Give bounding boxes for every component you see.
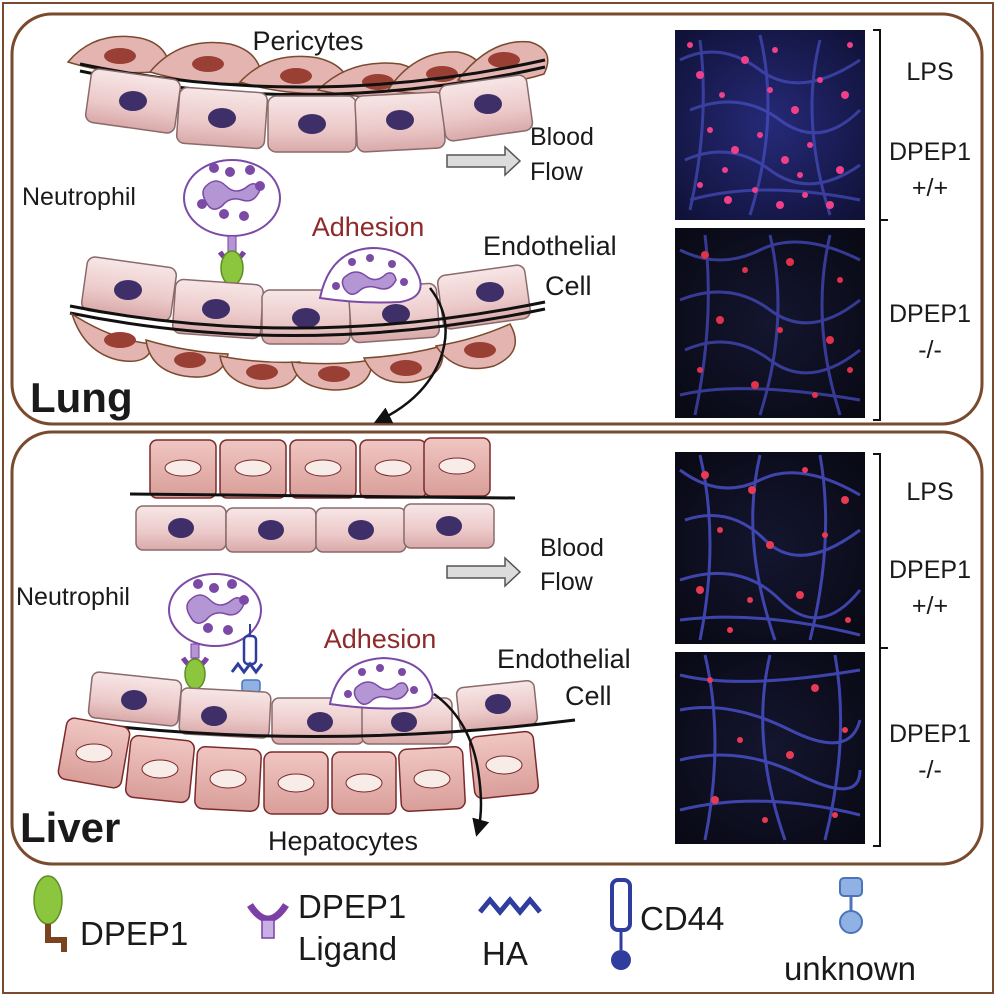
- legend-dpep1-label: DPEP1: [80, 915, 188, 952]
- liver-bracket: [873, 453, 881, 847]
- liver-blood-flow-arrow: [446, 556, 522, 588]
- legend-ligand-line1: DPEP1: [298, 888, 406, 925]
- liver-endothelial-line2: Cell: [565, 681, 612, 711]
- liver-hepatocytes-label: Hepatocytes: [268, 826, 418, 856]
- lung-label: Lung: [30, 374, 133, 421]
- liver-group-ko-line2: -/-: [918, 756, 942, 784]
- liver-endothelial-line1: Endothelial: [497, 644, 631, 674]
- lung-micrograph-ko: [675, 228, 865, 418]
- liver-group-ko-line1: DPEP1: [889, 720, 971, 748]
- liver-top-endothelium: [135, 503, 495, 553]
- lung-bottom-membrane: [69, 300, 546, 330]
- lung-endothelial-line1: Endothelial: [483, 231, 617, 261]
- liver-group-lps: LPS: [906, 478, 953, 506]
- liver-adhered-neutrophil: [328, 656, 434, 710]
- lung-group-wt-line2: +/+: [912, 174, 948, 202]
- lung-blood-flow-line2: Flow: [530, 158, 584, 186]
- lung-group-ko-line1: DPEP1: [889, 300, 971, 328]
- lung-migration-arrow: [373, 287, 447, 424]
- lung-group-lps: LPS: [906, 58, 953, 86]
- liver-top-membrane: [129, 492, 516, 500]
- liver-neutrophil: [168, 573, 262, 647]
- liver-neutrophil-label: Neutrophil: [16, 583, 130, 611]
- liver-top-hepatocytes: [149, 437, 491, 499]
- legend-ligand-icon: [247, 902, 289, 939]
- lung-bracket: [873, 29, 881, 421]
- cd44-icon: [610, 878, 632, 970]
- lung-bottom-pericytes: [70, 312, 516, 391]
- liver-bottom-endothelium: [87, 671, 539, 745]
- liver-label: Liver: [20, 804, 120, 851]
- liver-micrograph-wt: [675, 452, 865, 644]
- liver-micrograph-ko: [675, 652, 865, 844]
- liver-migration-arrow: [433, 692, 490, 837]
- lung-micrograph-wt: [675, 30, 865, 220]
- lung-endothelial-line2: Cell: [545, 271, 592, 301]
- legend-dpep1-icon: [33, 875, 67, 952]
- legend-cd44-label: CD44: [640, 900, 724, 937]
- lung-neutrophil: [183, 159, 281, 237]
- lung-blood-flow-line1: Blood: [530, 123, 594, 151]
- liver-bottom-hepatocytes: [57, 717, 540, 815]
- liver-blood-flow-line2: Flow: [540, 568, 594, 596]
- unknown-icon: [839, 877, 863, 934]
- lung-neutrophil-label: Neutrophil: [22, 183, 136, 211]
- lung-adhered-neutrophil: [318, 246, 422, 304]
- legend-ligand-line2: Ligand: [298, 930, 397, 967]
- liver-group-wt-line2: +/+: [912, 592, 948, 620]
- lung-adhesion-label: Adhesion: [312, 212, 425, 242]
- liver-blood-flow-line1: Blood: [540, 534, 604, 562]
- legend: DPEP1 DPEP1 Ligand HA CD44 unknown: [33, 875, 916, 987]
- legend-ha-label: HA: [482, 935, 528, 972]
- liver-bottom-membrane: [74, 718, 576, 739]
- lung-blood-flow-arrow: [446, 145, 522, 177]
- lung-top-endothelium: [84, 68, 534, 153]
- lung-group-wt-line1: DPEP1: [889, 138, 971, 166]
- liver-group-wt-line1: DPEP1: [889, 556, 971, 584]
- lung-bottom-endothelium: [80, 256, 532, 345]
- ha-icon: [478, 896, 542, 916]
- liver-adhesion-label: Adhesion: [324, 624, 437, 654]
- lung-pericytes-label: Pericytes: [252, 26, 363, 56]
- legend-unknown-label: unknown: [784, 950, 916, 987]
- lung-group-ko-line2: -/-: [918, 336, 942, 364]
- lung-bottom-membrane-2: [69, 307, 546, 337]
